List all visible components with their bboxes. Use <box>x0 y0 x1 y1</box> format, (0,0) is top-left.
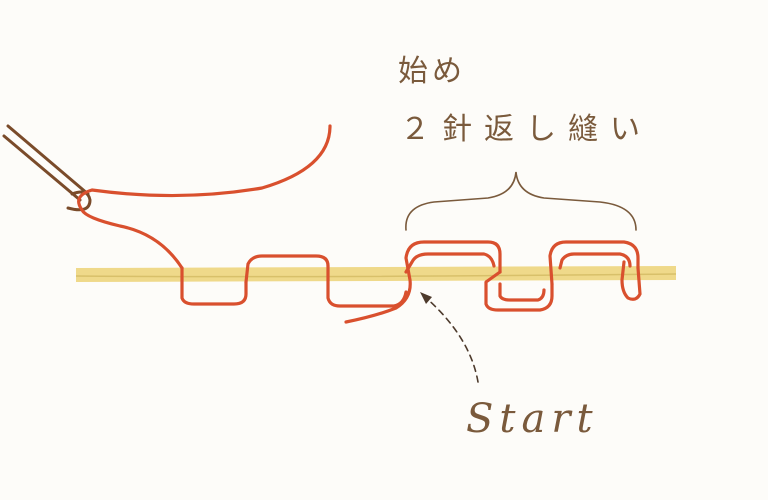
stitch-2 <box>244 254 330 284</box>
stitch-6-inner <box>558 252 632 270</box>
stitch-end <box>620 260 642 301</box>
curved-arrow-icon <box>420 292 479 383</box>
stitch-1 <box>180 266 248 306</box>
thread-tail <box>77 124 332 270</box>
stitch-5 <box>484 270 554 312</box>
thread <box>77 124 642 324</box>
stitch-start-inner <box>404 252 496 274</box>
stitch-6 <box>548 240 640 286</box>
start-label: Start <box>466 396 599 442</box>
fabric-edge <box>75 273 677 278</box>
needle-icon <box>2 124 92 212</box>
brace-icon <box>405 171 637 231</box>
title-line-1: 始め <box>398 54 466 89</box>
title-line-2: ２針返し縫い <box>400 112 652 147</box>
fabric-band <box>76 266 676 282</box>
stitch-3 <box>326 264 408 308</box>
stitch-start <box>344 240 502 324</box>
stitch-5-inner <box>498 282 546 302</box>
fabric-strip <box>75 266 677 282</box>
